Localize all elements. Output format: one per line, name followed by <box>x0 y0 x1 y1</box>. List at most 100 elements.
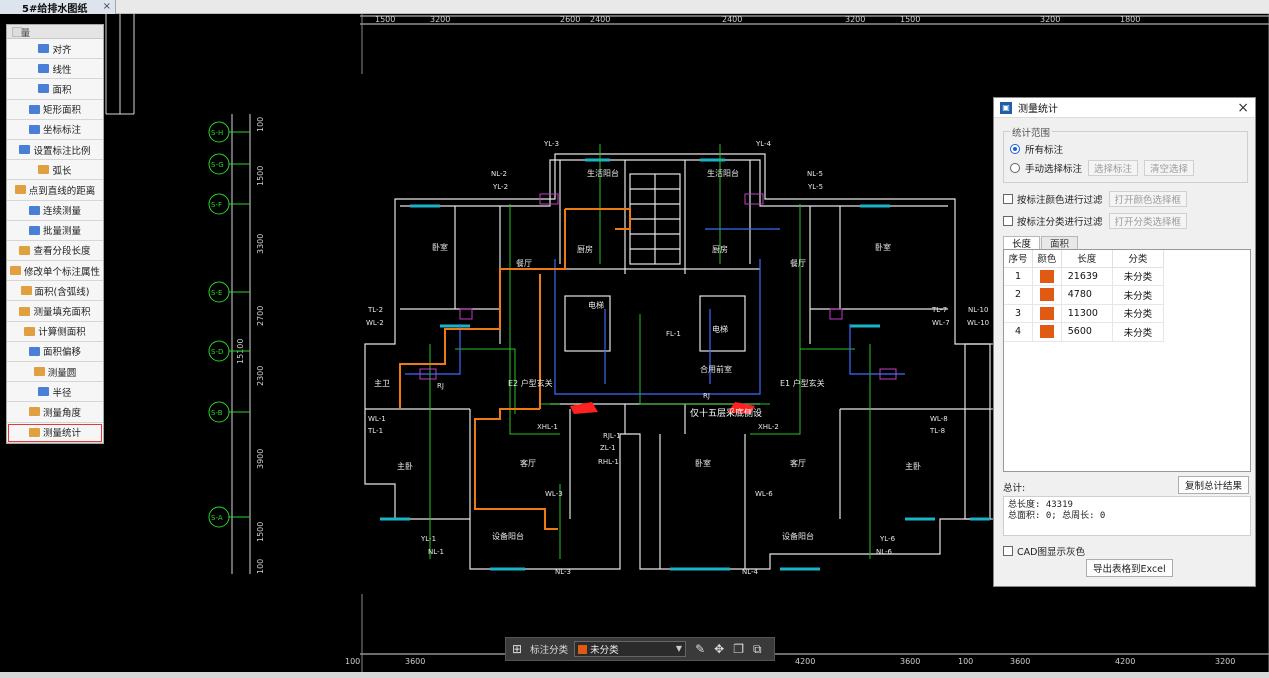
drawing-note: 仅十五层采底侧设 <box>690 407 762 419</box>
open-class-picker-button[interactable]: 打开分类选择框 <box>1108 213 1188 229</box>
axis-tag: S-H <box>211 129 223 137</box>
paste-icon[interactable]: ⧉ <box>752 641 762 656</box>
measure-panel: 测量 对齐线性面积矩形面积坐标标注设置标注比例弧长点到直线的距离连续测量批量测量… <box>6 24 104 444</box>
open-color-picker-button[interactable]: 打开颜色选择框 <box>1108 191 1188 207</box>
col-color[interactable]: 颜色 <box>1032 250 1062 268</box>
row-class: 未分类 <box>1112 322 1165 342</box>
tab-area[interactable]: 面积 <box>1041 236 1079 250</box>
measure-tool-item[interactable]: 查看分段长度 <box>7 240 103 262</box>
class-filter-checkbox[interactable] <box>1003 216 1013 226</box>
class-select[interactable]: 未分类 ▼ <box>574 641 687 657</box>
axis-tag: S-A <box>211 514 223 522</box>
document-tab[interactable]: 5#给排水图纸 × <box>0 0 116 15</box>
measure-tool-item[interactable]: 坐标标注 <box>7 119 103 140</box>
cad-gray-row[interactable]: CAD图显示灰色 <box>1003 544 1085 558</box>
close-icon[interactable]: × <box>1237 100 1249 116</box>
measure-tool-item[interactable]: 测量圆 <box>7 362 103 383</box>
room-label: 卧室 <box>695 458 711 468</box>
row-class: 未分类 <box>1112 267 1165 286</box>
room-label: 卧室 <box>432 242 448 252</box>
export-excel-button[interactable]: 导出表格到Excel <box>1086 559 1173 577</box>
continuous-icon <box>28 205 40 215</box>
grid-icon[interactable]: ⊞ <box>512 642 523 656</box>
cad-gray-label: CAD图显示灰色 <box>1017 547 1085 558</box>
measure-tool-item[interactable]: 面积(含弧线) <box>7 281 103 302</box>
measure-tool-item[interactable]: 矩形面积 <box>7 99 103 120</box>
pipe-tag: WL-6 <box>755 490 773 498</box>
measure-tool-item[interactable]: 弧长 <box>7 160 103 181</box>
dimension-text: 3600 <box>900 657 920 666</box>
measure-tool-item[interactable]: 批量测量 <box>7 220 103 241</box>
measure-tool-item[interactable]: 测量角度 <box>7 402 103 423</box>
pipe-tag: NL-2 <box>491 170 507 178</box>
total-label: 总计: <box>1003 483 1026 494</box>
dimension-text: 1500 <box>375 15 395 24</box>
dimension-text: 4200 <box>1115 657 1135 666</box>
dimension-text: 3300 <box>256 234 265 254</box>
offset-icon <box>28 346 40 356</box>
room-label: 电梯 <box>712 324 728 334</box>
measure-tool-item[interactable]: 半径 <box>7 382 103 403</box>
measure-tool-item[interactable]: 测量填充面积 <box>7 301 103 322</box>
panel-pin-icon[interactable] <box>12 27 22 37</box>
angle-icon <box>28 407 40 417</box>
clear-selection-button[interactable]: 清空选择 <box>1144 160 1195 176</box>
measure-tool-item[interactable]: 线性 <box>7 59 103 80</box>
col-length[interactable]: 长度 <box>1061 250 1113 268</box>
copy-total-button[interactable]: 复制总计结果 <box>1177 476 1249 494</box>
row-class: 未分类 <box>1112 304 1165 323</box>
measure-tool-item[interactable]: 修改单个标注属性 <box>7 261 103 282</box>
room-label: 客厅 <box>520 458 536 468</box>
pipe-tag: RJ <box>437 382 444 390</box>
measure-tool-label: 计算侧面积 <box>38 327 86 339</box>
dialog-titlebar[interactable]: ▣ 测量统计 × <box>994 98 1255 118</box>
measure-tool-item[interactable]: 点到直线的距离 <box>7 180 103 201</box>
axis-bubbles: S-HS-GS-FS-ES-DS-BS-A <box>208 121 250 528</box>
measure-tool-item[interactable]: 设置标注比例 <box>7 139 103 161</box>
col-class[interactable]: 分类 <box>1112 250 1165 268</box>
move-icon[interactable]: ✥ <box>714 642 725 656</box>
select-annotation-button[interactable]: 选择标注 <box>1088 160 1139 176</box>
radio-all-button[interactable] <box>1010 144 1020 154</box>
dimension-text: 4200 <box>795 657 815 666</box>
measure-tool-item[interactable]: 对齐 <box>7 39 103 60</box>
measure-tool-item[interactable]: 面积偏移 <box>7 341 103 362</box>
radio-manual-button[interactable] <box>1010 163 1020 173</box>
edit-icon <box>9 266 21 276</box>
col-index[interactable]: 序号 <box>1004 250 1034 268</box>
color-filter-row[interactable]: 按标注颜色进行过滤 打开颜色选择框 <box>1003 191 1188 207</box>
table-header-row: 序号 颜色 长度 分类 <box>1004 250 1165 268</box>
pipe-tag: WL-1 <box>368 415 386 423</box>
measure-tool-item[interactable]: 计算侧面积 <box>7 321 103 342</box>
measure-tool-label: 对齐 <box>52 44 72 56</box>
radio-manual-row[interactable]: 手动选择标注 选择标注 清空选择 <box>1010 160 1195 176</box>
dimension-text: 100 <box>345 657 360 666</box>
measure-tool-item[interactable]: 连续测量 <box>7 200 103 221</box>
cad-gray-checkbox[interactable] <box>1003 546 1013 556</box>
dimension-text: 3200 <box>430 15 450 24</box>
radio-all-row[interactable]: 所有标注 <box>1010 142 1063 156</box>
measure-tool-item[interactable]: 面积 <box>7 79 103 100</box>
chevron-down-icon: ▼ <box>675 644 683 653</box>
class-filter-row[interactable]: 按标注分类进行过滤 打开分类选择框 <box>1003 213 1188 229</box>
dimension-text: 2300 <box>256 366 265 386</box>
tab-length[interactable]: 长度 <box>1003 236 1041 250</box>
close-icon[interactable]: × <box>102 1 111 12</box>
measurement-polyline <box>399 208 631 530</box>
copy-icon[interactable]: ❐ <box>733 642 744 656</box>
summary-total-area: 总面积: 0; 总周长: 0 <box>1008 511 1106 521</box>
measure-tool-item[interactable]: 测量统计 <box>7 422 103 443</box>
edit-icon[interactable]: ✎ <box>695 642 706 656</box>
color-filter-checkbox[interactable] <box>1003 194 1013 204</box>
row-color <box>1032 322 1062 342</box>
room-labels: 卧室卧室厨房厨房餐厅餐厅客厅客厅主卧主卧卧室生活阳台生活阳台设备阳台设备阳台电梯… <box>374 168 921 541</box>
measure-tool-label: 设置标注比例 <box>33 145 91 157</box>
pipe-tag: WL-2 <box>366 319 384 327</box>
dimension-text: 100 <box>256 117 265 132</box>
